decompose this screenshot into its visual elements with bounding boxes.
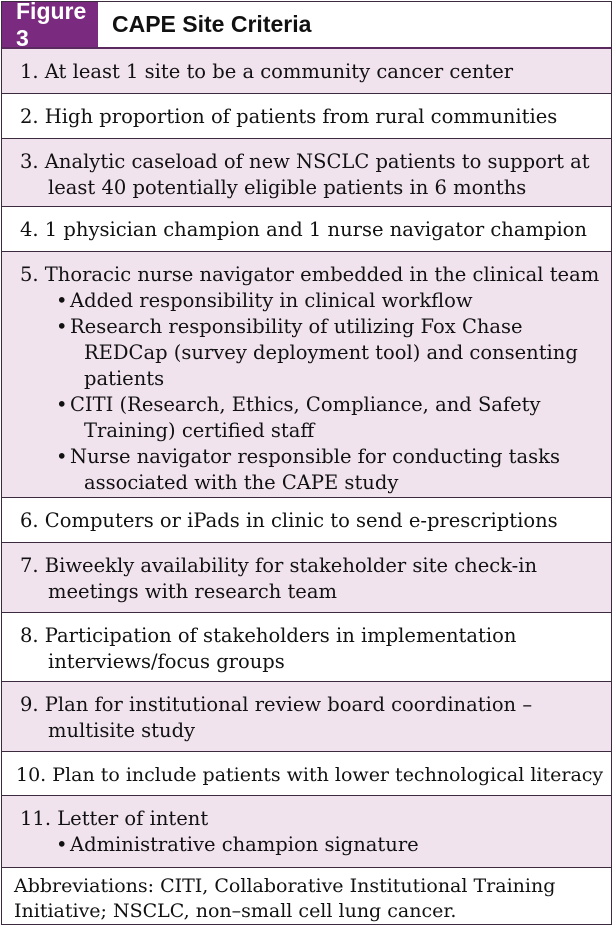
- abbreviations-footnote: Abbreviations: CITI, Collaborative Insti…: [2, 868, 611, 924]
- criterion-text: 9. Plan for institutional review board c…: [20, 693, 533, 716]
- criterion-text: 10. Plan to include patients with lower …: [16, 764, 604, 786]
- criterion-text-cont: least 40 potentially eligible patients i…: [48, 176, 527, 199]
- criterion-text-cont: multisite study: [48, 719, 196, 742]
- criterion-10: 10. Plan to include patients with lower …: [2, 752, 611, 796]
- bullet-item: •Nurse navigator responsible for conduct…: [20, 444, 597, 470]
- criterion-text-cont: meetings with research team: [48, 580, 337, 603]
- bullet-text-cont: REDCap (survey deployment tool) and cons…: [84, 341, 578, 364]
- bullet-icon: •: [56, 445, 68, 468]
- footnote-line: Initiative; NSCLC, non–small cell lung c…: [14, 900, 457, 922]
- bullet-item: •Added responsibility in clinical workfl…: [20, 288, 597, 314]
- criterion-text: 11. Letter of intent: [20, 807, 209, 830]
- criterion-8: 8. Participation of stakeholders in impl…: [2, 613, 611, 682]
- criterion-7: 7. Biweekly availability for stakeholder…: [2, 543, 611, 613]
- criterion-2: 2. High proportion of patients from rura…: [2, 94, 611, 139]
- criterion-text: 6. Computers or iPads in clinic to send …: [20, 509, 558, 532]
- bullet-text: Administrative champion signature: [70, 833, 419, 856]
- criterion-11: 11. Letter of intent •Administrative cha…: [2, 796, 611, 868]
- figure-header: Figure 3 CAPE Site Criteria: [2, 0, 611, 51]
- criterion-6: 6. Computers or iPads in clinic to send …: [2, 498, 611, 543]
- bullet-text: Added responsibility in clinical workflo…: [70, 289, 473, 312]
- bullet-text-cont: Training) certified staff: [84, 419, 315, 442]
- bullet-item: •CITI (Research, Ethics, Compliance, and…: [20, 392, 597, 418]
- bullet-text: Nurse navigator responsible for conducti…: [70, 445, 560, 468]
- criterion-text: 1. At least 1 site to be a community can…: [20, 60, 514, 83]
- criterion-3: 3. Analytic caseload of new NSCLC patien…: [2, 139, 611, 207]
- bullet-item: •Administrative champion signature: [20, 832, 597, 858]
- criterion-1: 1. At least 1 site to be a community can…: [2, 49, 611, 94]
- figure-label: Figure 3: [2, 0, 98, 51]
- criterion-text: 3. Analytic caseload of new NSCLC patien…: [20, 150, 590, 173]
- criterion-9: 9. Plan for institutional review board c…: [2, 682, 611, 752]
- criterion-text: 2. High proportion of patients from rura…: [20, 105, 558, 128]
- criterion-text-cont: interviews/focus groups: [48, 650, 285, 673]
- criterion-5: 5. Thoracic nurse navigator embedded in …: [2, 252, 611, 498]
- bullet-icon: •: [56, 833, 68, 856]
- criterion-text: 4. 1 physician champion and 1 nurse navi…: [20, 218, 587, 241]
- figure-title: CAPE Site Criteria: [112, 11, 312, 37]
- criterion-text: 5. Thoracic nurse navigator embedded in …: [20, 263, 600, 286]
- criterion-text: 8. Participation of stakeholders in impl…: [20, 624, 517, 647]
- bullet-icon: •: [56, 289, 68, 312]
- bullet-text-cont: associated with the CAPE study: [84, 471, 399, 494]
- bullet-icon: •: [56, 393, 68, 416]
- criterion-4: 4. 1 physician champion and 1 nurse navi…: [2, 207, 611, 252]
- footnote-line: Abbreviations: CITI, Collaborative Insti…: [14, 875, 556, 897]
- bullet-text: CITI (Research, Ethics, Compliance, and …: [70, 393, 541, 416]
- bullet-text-cont: patients: [84, 367, 165, 390]
- bullet-text: Research responsibility of utilizing Fox…: [70, 315, 523, 338]
- bullet-item: •Research responsibility of utilizing Fo…: [20, 314, 597, 340]
- criterion-text: 7. Biweekly availability for stakeholder…: [20, 554, 538, 577]
- bullet-icon: •: [56, 315, 68, 338]
